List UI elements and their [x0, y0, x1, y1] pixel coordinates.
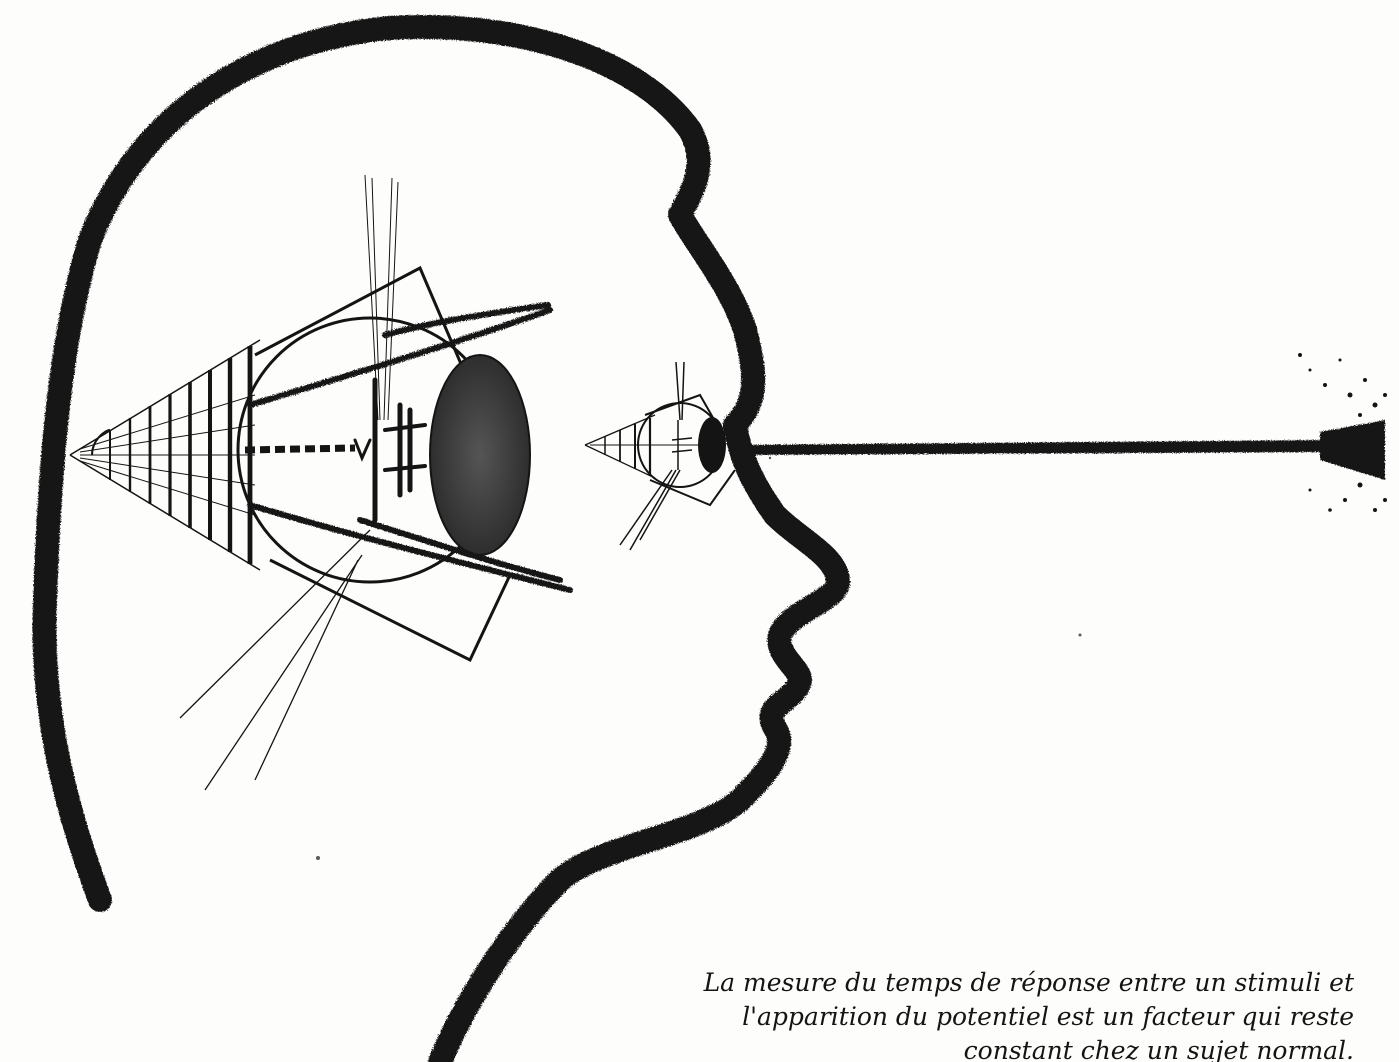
large-eye-axis — [245, 448, 355, 450]
signal-beam — [730, 420, 1385, 480]
large-eye-cone — [70, 340, 260, 570]
caption-line-2: l'apparition du potentiel est un facteur… — [620, 1000, 1354, 1034]
large-eye-upper-lid — [255, 268, 470, 385]
large-eye-lower-lid — [270, 560, 510, 660]
speckle — [316, 444, 1082, 860]
large-eye-lens — [430, 355, 530, 555]
figure-caption: La mesure du temps de réponse entre un s… — [620, 966, 1354, 1062]
large-eye-bottom-rays — [180, 530, 370, 790]
small-eye-center-marks — [620, 362, 692, 550]
caption-line-3: constant chez un sujet normal. — [620, 1034, 1354, 1062]
large-eye-center-marks — [355, 380, 425, 520]
small-eye-lens — [698, 417, 726, 473]
caption-line-1: La mesure du temps de réponse entre un s… — [620, 966, 1354, 1000]
large-eye-top-rays — [365, 175, 398, 420]
